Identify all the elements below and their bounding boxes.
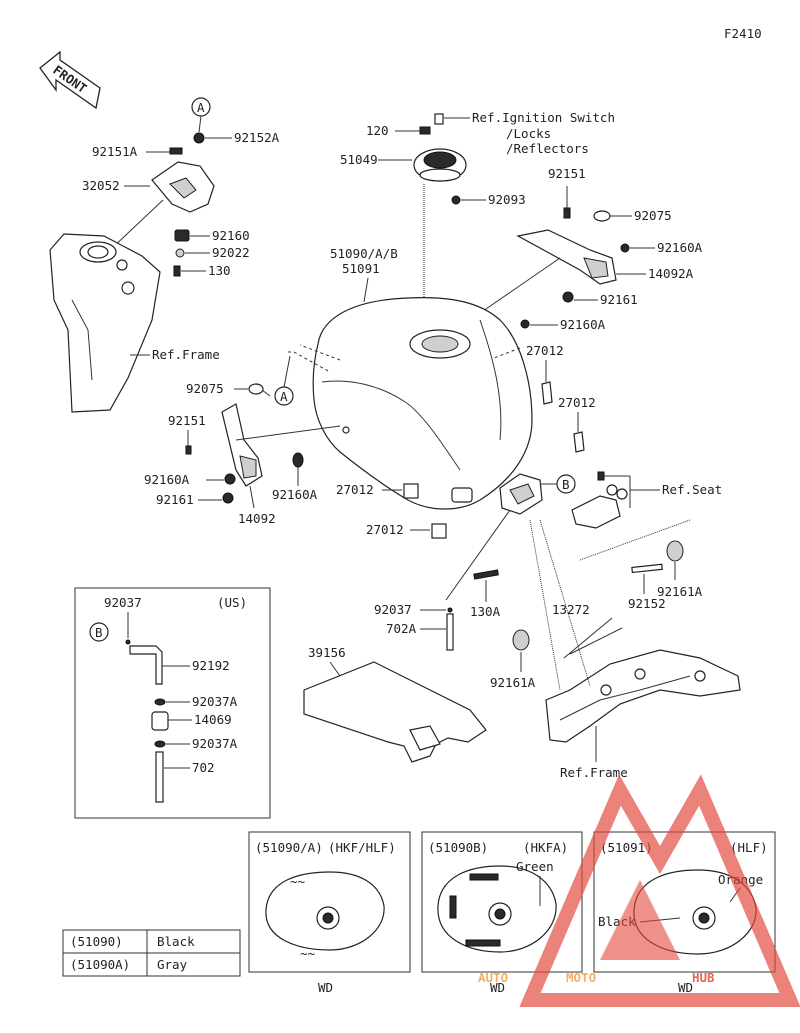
seat-lock-assembly: Ref.Seat xyxy=(571,471,722,529)
variant-box-1: (51090/A) (HKF/HLF) ~~ ~~ WD xyxy=(248,831,411,995)
color-table: (51090) Black (51090A) Gray xyxy=(62,929,241,977)
ref-ignition-3: /Reflectors xyxy=(506,141,589,156)
part-92161-right: 92161 xyxy=(600,292,638,307)
color-row-1-color: Black xyxy=(157,934,195,949)
part-13272: 13272 xyxy=(552,602,590,617)
part-92151-right: 92151 xyxy=(548,166,586,181)
us-variant-box: (US) 92037 B 92192 92037A 14069 92037A 7… xyxy=(74,587,271,819)
us-ref-b: B xyxy=(95,625,103,640)
variant-1-models: (HKF/HLF) xyxy=(328,840,396,855)
color-row-2-code: (51090A) xyxy=(70,957,130,972)
part-27012-d: 27012 xyxy=(366,522,404,537)
part-92161A-a: 92161A xyxy=(490,675,536,690)
fuel-tank: 51090/A/B 51091 xyxy=(299,246,533,510)
part-51091: 51091 xyxy=(342,261,380,276)
ref-frame-top: Ref.Frame xyxy=(152,347,220,362)
ref-b-mid: B xyxy=(562,477,570,492)
part-27012-a: 27012 xyxy=(526,343,564,358)
part-92037: 92037 xyxy=(374,602,412,617)
mat-39156: 39156 xyxy=(303,645,487,763)
variant-3-models: (HLF) xyxy=(730,840,768,855)
left-bracket-assembly: A 92152A 92151A 32052 92160 92022 130 xyxy=(82,97,280,278)
us-part-92037: 92037 xyxy=(104,595,142,610)
part-92022: 92022 xyxy=(212,245,250,260)
part-32052: 32052 xyxy=(82,178,120,193)
ref-frame-bottom: Ref.Frame xyxy=(560,765,628,780)
watermark-part2: MOTO xyxy=(566,970,596,985)
frame-front-left: Ref.Frame xyxy=(49,233,220,413)
part-92151A: 92151A xyxy=(92,144,138,159)
part-14092A: 14092A xyxy=(648,266,694,281)
part-92151-left: 92151 xyxy=(168,413,206,428)
part-92160A-right-2: 92160A xyxy=(560,317,606,332)
us-title: (US) xyxy=(217,595,247,610)
ref-a-top: A xyxy=(197,100,205,115)
tank-logo-2: ~~ xyxy=(300,946,315,961)
variant-2-models: (HKFA) xyxy=(523,840,568,855)
fuel-cap-assembly: Ref.Ignition Switch /Locks /Reflectors 1… xyxy=(340,110,615,330)
rear-tank-mount: B xyxy=(445,473,576,601)
part-92161-left: 92161 xyxy=(156,492,194,507)
us-part-92192: 92192 xyxy=(192,658,230,673)
part-92161A-b: 92161A xyxy=(657,584,703,599)
variant-1-code: (51090/A) xyxy=(255,840,323,855)
watermark-part1: AUTO xyxy=(478,970,508,985)
variant-2-tag-0: Green xyxy=(516,859,554,874)
us-part-14069: 14069 xyxy=(194,712,232,727)
rear-bracket-assembly: 92151 92075 92160A 14092A 92161 92160A xyxy=(469,166,703,332)
us-part-702: 702 xyxy=(192,760,215,775)
part-51090-ab: 51090/A/B xyxy=(330,246,398,261)
figure-code: F2410 xyxy=(724,26,762,41)
part-27012-b: 27012 xyxy=(558,395,596,410)
left-mid-bracket: A 92075 92151 92160A 92161 14092 92160A xyxy=(144,355,341,526)
part-92093: 92093 xyxy=(488,192,526,207)
us-part-92037A-2: 92037A xyxy=(192,736,238,751)
watermark-part3: HUB xyxy=(692,970,715,985)
part-92160A-mid: 92160A xyxy=(272,487,318,502)
front-arrow-icon: FRONT xyxy=(39,50,101,110)
part-92152: 92152 xyxy=(628,596,666,611)
color-row-2-color: Gray xyxy=(157,957,188,972)
part-702A: 702A xyxy=(386,621,417,636)
part-14092: 14092 xyxy=(238,511,276,526)
variant-2-code: (51090B) xyxy=(428,840,488,855)
tank-logo-1: ~~ xyxy=(290,874,305,889)
part-130: 130 xyxy=(208,263,231,278)
ref-a-mid: A xyxy=(280,389,288,404)
pads-27012: 27012 27012 27012 27012 xyxy=(336,343,596,539)
part-120: 120 xyxy=(366,123,389,138)
automotohub-watermark: AUTO MOTO HUB xyxy=(478,774,800,1007)
part-92160A-right-1: 92160A xyxy=(657,240,703,255)
lower-center-parts: 130A 92037 702A xyxy=(374,569,501,651)
part-51049: 51049 xyxy=(340,152,378,167)
part-92152A: 92152A xyxy=(234,130,280,145)
us-part-92037A-1: 92037A xyxy=(192,694,238,709)
part-92160A-left: 92160A xyxy=(144,472,190,487)
part-39156: 39156 xyxy=(308,645,346,660)
color-row-1-code: (51090) xyxy=(70,934,123,949)
variant-3-code: (51091) xyxy=(600,840,653,855)
ref-ignition-2: /Locks xyxy=(506,126,551,141)
part-130A: 130A xyxy=(470,604,501,619)
part-92160: 92160 xyxy=(212,228,250,243)
ref-ignition-1: Ref.Ignition Switch xyxy=(472,110,615,125)
part-92075-right: 92075 xyxy=(634,208,672,223)
part-92075-left: 92075 xyxy=(186,381,224,396)
variant-1-wd: WD xyxy=(318,980,333,995)
variant-2-wd: WD xyxy=(490,980,505,995)
ref-seat: Ref.Seat xyxy=(662,482,722,497)
part-27012-c: 27012 xyxy=(336,482,374,497)
variant-3-wd: WD xyxy=(678,980,693,995)
variant-box-2: (51090B) (HKFA) Green WD xyxy=(421,831,583,995)
rear-frame: Ref.Frame 13272 92161A 92152 92161A xyxy=(490,519,741,780)
